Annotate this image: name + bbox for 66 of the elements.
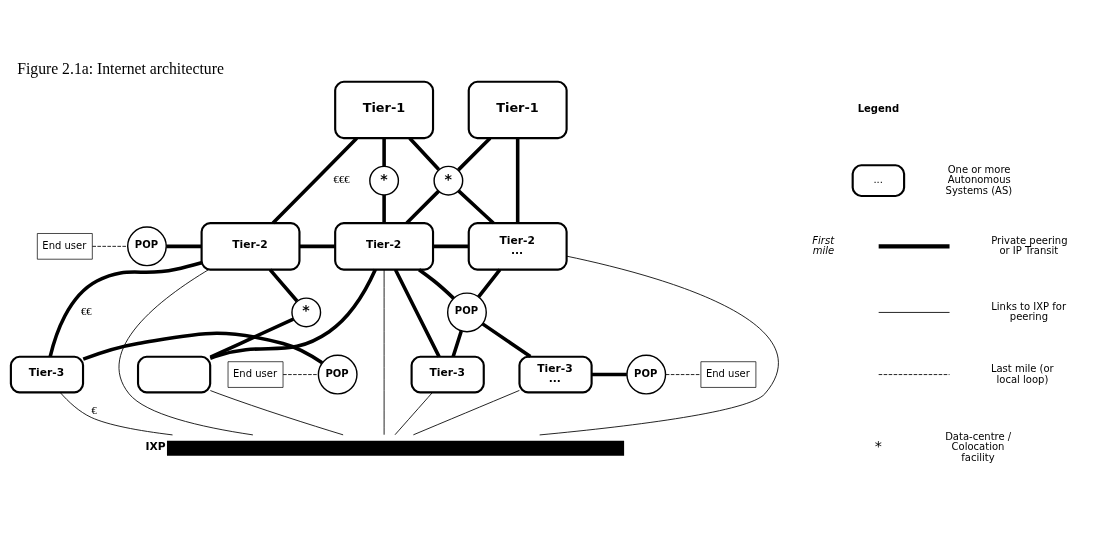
connector — [515, 137, 520, 223]
connector — [82, 331, 324, 364]
connector — [118, 268, 254, 435]
node-box: End user — [36, 232, 93, 260]
node-box — [136, 355, 212, 393]
connector — [405, 189, 440, 224]
connector — [665, 373, 702, 375]
node-box: End user — [700, 360, 757, 388]
node-box: Tier-3 — [9, 355, 85, 393]
label: Legend — [857, 102, 900, 114]
node-circle: POP — [126, 225, 167, 266]
node-box: Tier-3 ... — [518, 355, 593, 393]
legend-label: One or more Autonomous Systems (AS) — [945, 163, 1013, 196]
connector — [477, 268, 502, 298]
connector — [457, 136, 492, 171]
legend-label: Last mile (or local loop) — [990, 362, 1054, 385]
node-label: IXP — [145, 439, 166, 453]
connector — [209, 389, 344, 435]
node-circle: POP — [446, 291, 487, 332]
connector — [393, 268, 441, 357]
connector — [299, 244, 335, 248]
label: ... — [873, 173, 883, 185]
connector — [394, 391, 433, 435]
edge-label: €€€ — [333, 172, 350, 185]
connector — [451, 330, 463, 357]
node-box: Tier-2 ... — [467, 221, 568, 271]
connector — [268, 268, 299, 302]
connector — [457, 189, 495, 224]
connector — [209, 268, 377, 360]
node-circle: * — [291, 296, 322, 327]
connector — [209, 316, 295, 359]
connector — [591, 372, 627, 376]
edge-label: € — [91, 403, 97, 416]
connector — [166, 244, 202, 248]
node-circle: * — [433, 165, 464, 196]
node-circle: POP — [626, 354, 667, 395]
node-box: Tier-3 — [410, 355, 485, 393]
diagram-title: Figure 2.1a: Internet architecture — [17, 59, 224, 77]
edge-label: €€ — [80, 304, 92, 317]
node-circle: POP — [317, 354, 358, 395]
connector — [48, 260, 202, 357]
legend-label: Links to IXP for peering — [991, 300, 1067, 322]
legend-label: Private peering or IP Transit — [991, 234, 1068, 256]
connector — [433, 244, 469, 248]
node-box: Tier-2 — [334, 221, 435, 271]
legend-label: Data-centre / Colocation facility — [945, 430, 1012, 463]
node-box: Tier-1 — [467, 80, 568, 139]
node-circle: * — [369, 165, 400, 196]
connector — [271, 136, 359, 224]
connector — [59, 391, 173, 435]
connector — [282, 373, 319, 375]
connector — [418, 267, 455, 300]
connector — [412, 389, 520, 435]
connector — [383, 268, 385, 435]
connector — [539, 255, 779, 435]
connector — [382, 194, 386, 223]
label: * — [874, 437, 882, 454]
connector — [382, 137, 386, 166]
node-box: End user — [227, 360, 284, 388]
node-box — [166, 440, 625, 456]
node-box: Tier-1 — [334, 80, 435, 139]
label: First mile — [812, 234, 835, 256]
node-box: Tier-2 — [200, 221, 301, 271]
connector — [481, 321, 532, 358]
connector — [91, 245, 128, 247]
connector — [408, 136, 441, 171]
